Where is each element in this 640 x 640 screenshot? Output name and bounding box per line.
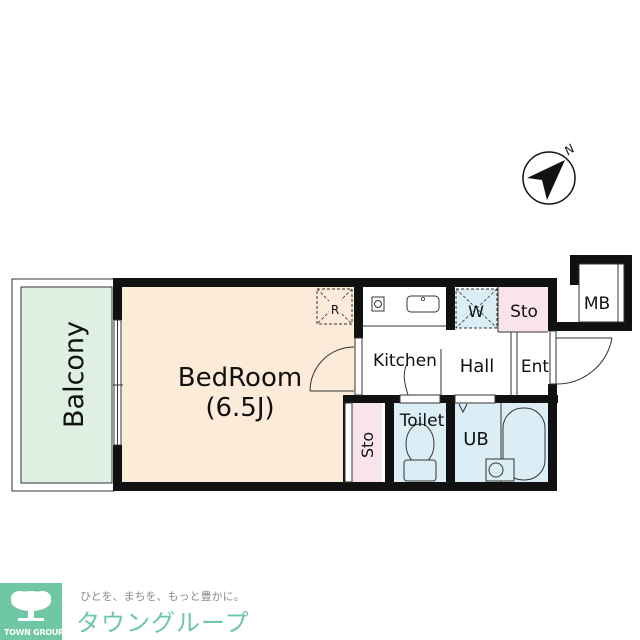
north-compass-icon: N [522, 141, 577, 205]
storage-bottom-area [352, 402, 382, 482]
brand-name: タウングループ [76, 609, 250, 637]
bedroom-door[interactable] [309, 337, 363, 396]
bedroom-size-label: (6.5J) [205, 393, 274, 423]
town-group-logo: TOWN GROUP [0, 583, 64, 640]
hall-label: Hall [460, 356, 495, 377]
compass-north-label: N [562, 141, 577, 158]
storage-door[interactable] [344, 402, 353, 483]
unit-bath-label: UB [463, 429, 489, 450]
entrance-step [497, 287, 548, 395]
storage-top-area [498, 287, 550, 332]
toilet-label: Toilet [399, 411, 445, 431]
kitchen-label: Kitchen [373, 351, 437, 371]
toilet-fixture [403, 423, 437, 482]
refrigerator-space [316, 288, 353, 325]
balcony-label: Balcony [59, 321, 90, 428]
tree-icon [11, 591, 51, 621]
balcony-window [113, 319, 123, 446]
toilet-door[interactable] [399, 349, 442, 404]
meter-box-label: MB [584, 294, 610, 314]
storage-bottom-label: Sto [358, 432, 377, 458]
bedroom-area [122, 287, 355, 482]
entrance-label: Ent [521, 357, 550, 377]
washer-label: W [468, 302, 484, 321]
balcony-area [11, 278, 115, 492]
storage-top-label: Sto [510, 302, 538, 322]
wash-basin [485, 458, 515, 482]
entrance-door[interactable] [549, 330, 613, 385]
logo-caption: TOWN GROUP [4, 628, 64, 637]
slogan-text: ひとを、まちを、もっと豊かに。 [80, 590, 245, 603]
bath-door[interactable] [454, 394, 496, 414]
refrigerator-label: R [331, 303, 339, 317]
bedroom-label: BedRoom [178, 363, 302, 393]
meter-box [578, 263, 625, 323]
kitchen-counter [363, 295, 446, 327]
